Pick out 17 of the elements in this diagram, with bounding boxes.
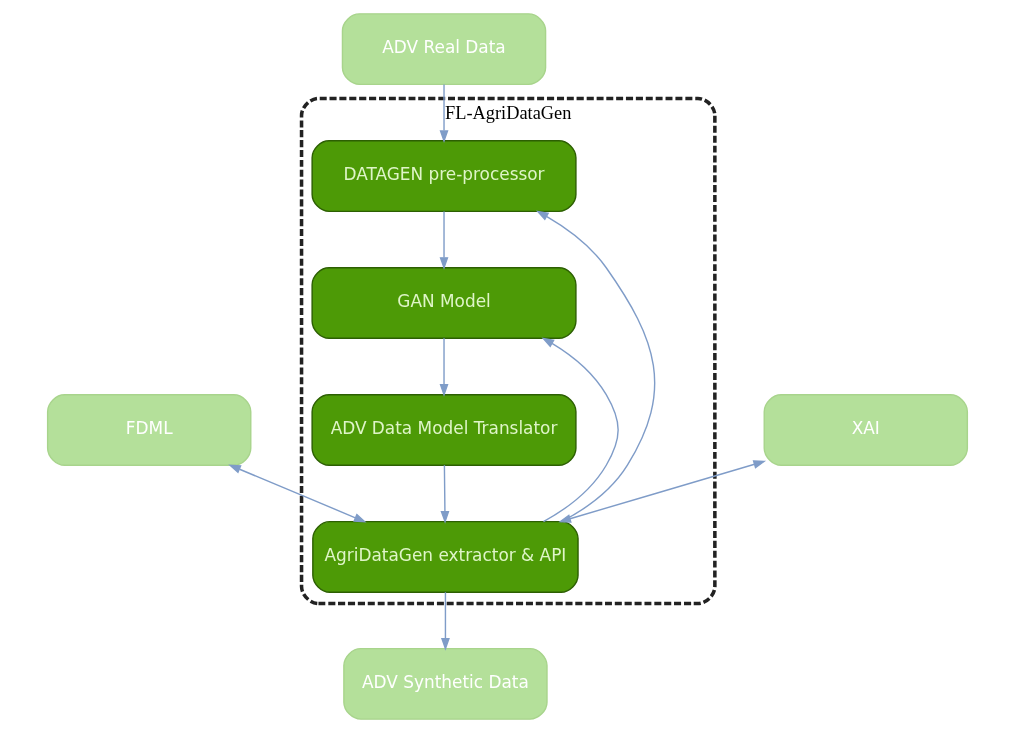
node-box: ADV Data Model Translator: [310, 394, 577, 466]
arrow: [439, 210, 448, 270]
arrow: [440, 591, 450, 651]
node-box: ADV Synthetic Data: [342, 647, 548, 720]
arrow: [557, 460, 766, 523]
arrow: [227, 464, 367, 523]
arrow: [439, 464, 449, 524]
node-box: GAN Model: [310, 267, 577, 339]
node-box: AgriDataGen extractor & API: [311, 520, 579, 593]
node-box: FDML: [46, 394, 251, 466]
arrow: [535, 210, 655, 523]
node-box: ADV Real Data: [341, 13, 546, 86]
arrow: [541, 337, 619, 523]
node-box: DATAGEN pre-processor: [310, 140, 577, 213]
node-box: XAI: [763, 394, 968, 466]
arrow: [439, 83, 448, 143]
arrow: [439, 337, 448, 397]
